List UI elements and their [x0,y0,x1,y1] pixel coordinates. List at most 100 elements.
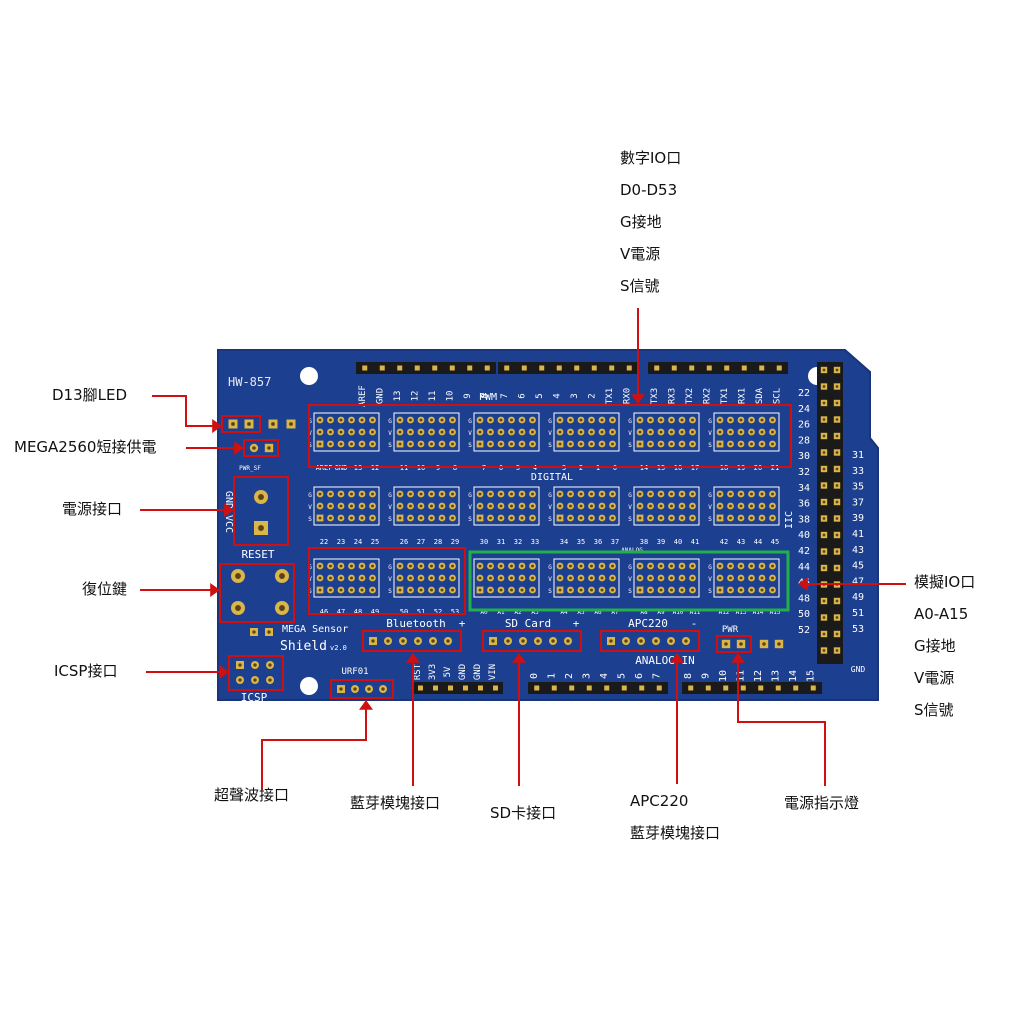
pad-hole [649,516,652,520]
pad-hole [649,576,652,580]
pad-hole [558,418,562,422]
pad-hole [569,516,572,520]
analog-io-line: A0-A15 [914,605,969,623]
pad-hole [478,576,482,580]
pad-hole [835,368,839,372]
pad-hole [750,492,753,496]
pad-hole [489,588,492,592]
pad-hole [600,492,604,496]
bottom-analog-label: 3 [582,673,593,679]
pad-hole [659,442,663,446]
gvs-label: S [388,516,392,523]
analog-pin-label: A3 [531,609,539,616]
pad-hole [350,492,353,496]
pad-hole [611,564,614,568]
digital-pin-label: 53 [451,608,459,616]
pad-hole [718,564,722,568]
analog-group-outline [468,550,790,612]
gvs-label: G [468,492,472,499]
pad-hole [520,516,524,520]
gvs-label: V [628,430,632,437]
pad-hole [835,385,839,388]
pad-hole [638,442,642,446]
pad-hole [670,516,673,520]
d13-led-arrow [212,419,222,433]
header-pin [478,685,483,691]
bottom-analog-label: 0 [529,673,540,679]
pad-hole [409,492,412,496]
power-connector-arrow [224,503,234,517]
analog-pin-label: A5 [577,609,585,616]
pad-hole [579,504,583,508]
pad-hole [419,516,423,520]
header-pin [449,365,455,371]
digital-block-outline [633,486,700,526]
pad-hole [739,442,743,446]
top-header-label: GND [376,388,386,404]
header-pin [504,365,510,371]
pad-hole [247,422,251,426]
right-header [817,362,843,664]
pad-hole [489,492,492,496]
pad-hole [835,599,839,603]
pad-hole [430,516,433,520]
gvs-label: V [308,504,312,511]
pad-hole [398,588,402,592]
pad-hole [419,588,423,592]
pad-hole [670,492,673,496]
top-header [356,362,496,374]
top-header-label: AREF [358,385,368,407]
gvs-label: V [388,504,392,511]
pad-hole [590,576,593,580]
pad-hole [371,430,374,434]
pad-hole [510,418,513,422]
digital-pin-label: 49 [371,608,379,616]
pad-hole [440,504,444,508]
gvs-label: G [708,564,712,571]
pad-hole [691,588,694,592]
digital-row3-outline [308,547,466,615]
pad-hole [822,550,826,553]
pad-hole [451,504,454,508]
pad-hole [558,588,562,592]
pad-hole [649,430,652,434]
pad-hole [510,442,513,446]
pad-hole [762,642,766,646]
analog-pin-label: A13 [736,609,747,616]
gvs-label: G [388,564,392,571]
pad-hole [739,492,743,496]
pad-hole [409,564,412,568]
pad-hole [569,564,572,568]
pad-hole [750,564,753,568]
pad-hole [520,430,524,434]
pad-hole [499,418,503,422]
pad-hole [235,573,241,579]
pad-hole [639,639,643,643]
pad-hole [750,430,753,434]
pad-hole [510,564,513,568]
pad-hole [670,430,673,434]
analog-pin-label: A9 [657,609,665,616]
urf01-outline [330,679,394,699]
right-header-label: 31 [852,450,864,461]
pad-hole [329,430,332,434]
header-pin [741,365,747,371]
pad-hole [440,564,444,568]
right-header-label: 35 [852,482,864,493]
header-pin [688,685,694,691]
mounting-hole [300,367,318,385]
pad-hole [419,504,423,508]
pad-hole [440,492,444,496]
pad-hole [680,442,684,446]
header-pin [671,365,677,371]
top-header-label: TX3 [650,388,660,404]
gvs-label: S [388,588,392,595]
pad-hole [267,630,271,634]
gvs-label: G [548,418,552,425]
power-led-leader [737,661,826,786]
header-pin [609,365,615,371]
top-header-label: TX2 [685,388,695,404]
pad-hole [451,588,454,592]
pad-hole [739,576,743,580]
pad-hole [531,492,534,496]
